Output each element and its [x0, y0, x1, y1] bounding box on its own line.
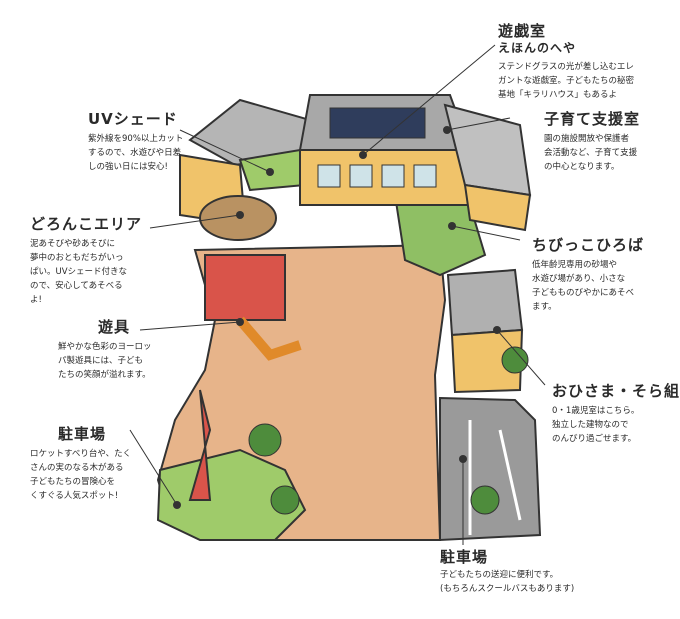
chibikko-desc-line: 水遊び場があり、小さな	[532, 274, 626, 284]
parking-left-title: 駐車場	[58, 425, 107, 443]
ohisama-building-roof	[446, 268, 524, 337]
uv-shade-desc-line: しの強い日には安心!	[88, 162, 168, 172]
ohisama-title: おひさま・そら組	[552, 382, 680, 400]
playroom-title: 遊戯室	[498, 22, 547, 40]
label-support-room: 子育て支援室 園の施設開放や保護者 会活動など、子育て支援 の中心となります。	[544, 110, 640, 174]
label-equipment: 遊具 鮮やかな色彩のヨーロッ パ製遊具には、子ども たちの笑顔が溢れます。	[58, 318, 152, 382]
label-chibikko-hiroba: ちびっこひろば 低年齢児専用の砂場や 水遊び場があり、小さな 子どもものびやかに…	[532, 236, 644, 314]
parking-lot	[439, 396, 542, 542]
playroom-subtitle: えほんのへや	[498, 41, 577, 55]
mud-area-desc-line: 夢中のおともだちがいっ	[30, 253, 124, 263]
mud-area-desc-line: ので、安心してあそべる	[30, 281, 123, 291]
label-parking-right: 駐車場 子どもたちの送迎に便利です。 (もちろんスクールバスもあります)	[440, 548, 574, 596]
support-room-desc-line: の中心となります。	[544, 162, 620, 172]
chibikko-title: ちびっこひろば	[532, 236, 645, 254]
equipment-title: 遊具	[98, 318, 131, 336]
parking-left-desc-line: さんの実のなる木がある	[30, 463, 124, 473]
parking-right-desc-line: (もちろんスクールバスもあります)	[440, 584, 575, 594]
ohisama-desc-line: のんびり過ごせます。	[552, 434, 637, 444]
playroom-desc-line: 基地「キラリハウス」もあるよ	[498, 90, 618, 100]
parking-right-title: 駐車場	[440, 548, 489, 566]
equipment-desc-line: たちの笑顔が溢れます。	[58, 370, 151, 380]
equipment-desc-line: 鮮やかな色彩のヨーロッ	[58, 342, 152, 352]
parking-left-desc-line: くすぐる人気スポット!	[30, 491, 119, 501]
support-room-desc-line: 会活動など、子育て支援	[544, 148, 638, 158]
ohisama-desc-line: 0・1歳児室はこちら。	[552, 406, 640, 416]
label-mud-area: どろんこエリア 泥あそびや砂あそびに 夢中のおともだちがいっ ぱい。UVシェード…	[30, 215, 142, 307]
label-uv-shade: UVシェード 紫外線を90%以上カット するので、水遊びや日差 しの強い日には安…	[88, 110, 183, 174]
play-equipment	[204, 254, 286, 321]
mud-area-desc-line: 泥あそびや砂あそびに	[30, 239, 116, 249]
support-room-desc-line: 園の施設開放や保護者	[544, 134, 630, 144]
parking-right-desc-line: 子どもたちの送迎に便利です。	[440, 570, 559, 580]
mud-area-desc-line: ぱい。UVシェード付きな	[30, 267, 128, 277]
chibikko-desc-line: 子どもものびやかにあそべ	[532, 288, 635, 298]
label-parking-left: 駐車場 ロケットすべり台や、たく さんの実のなる木がある 子どもたちの冒険心を …	[30, 425, 131, 503]
equipment-desc-line: パ製遊具には、子ども	[58, 356, 144, 366]
uv-shade-desc-line: 紫外線を90%以上カット	[88, 134, 184, 144]
garden-lawn	[156, 448, 307, 541]
uv-shade-title: UVシェード	[88, 110, 178, 128]
support-room-title: 子育て支援室	[544, 110, 641, 128]
stained-glass-roof	[329, 107, 426, 139]
uv-shade-desc-line: するので、水遊びや日差	[88, 148, 182, 158]
label-ohisama-sora: おひさま・そら組 0・1歳児室はこちら。 独立した建物なので のんびり過ごせます…	[552, 382, 680, 446]
support-room-wall	[463, 183, 532, 232]
playroom-desc-line: ステンドグラスの光が差し込むエレ	[498, 62, 634, 72]
mud-area-title: どろんこエリア	[30, 215, 143, 233]
playroom-desc-line: ガントな遊戯室。子どもたちの秘密	[498, 76, 635, 86]
chibikko-desc-line: 低年齢児専用の砂場や	[532, 260, 618, 270]
label-playroom: 遊戯室 えほんのへや ステンドグラスの光が差し込むエレ ガントな遊戯室。子どもた…	[498, 22, 634, 102]
rocket-slide	[188, 389, 212, 501]
chibikko-desc-line: ます。	[532, 302, 557, 312]
parking-left-desc-line: ロケットすべり台や、たく	[30, 449, 132, 459]
mud-area-desc-line: よ!	[30, 295, 42, 305]
parking-left-desc-line: 子どもたちの冒険心を	[30, 477, 116, 487]
ohisama-desc-line: 独立した建物なので	[552, 420, 629, 430]
